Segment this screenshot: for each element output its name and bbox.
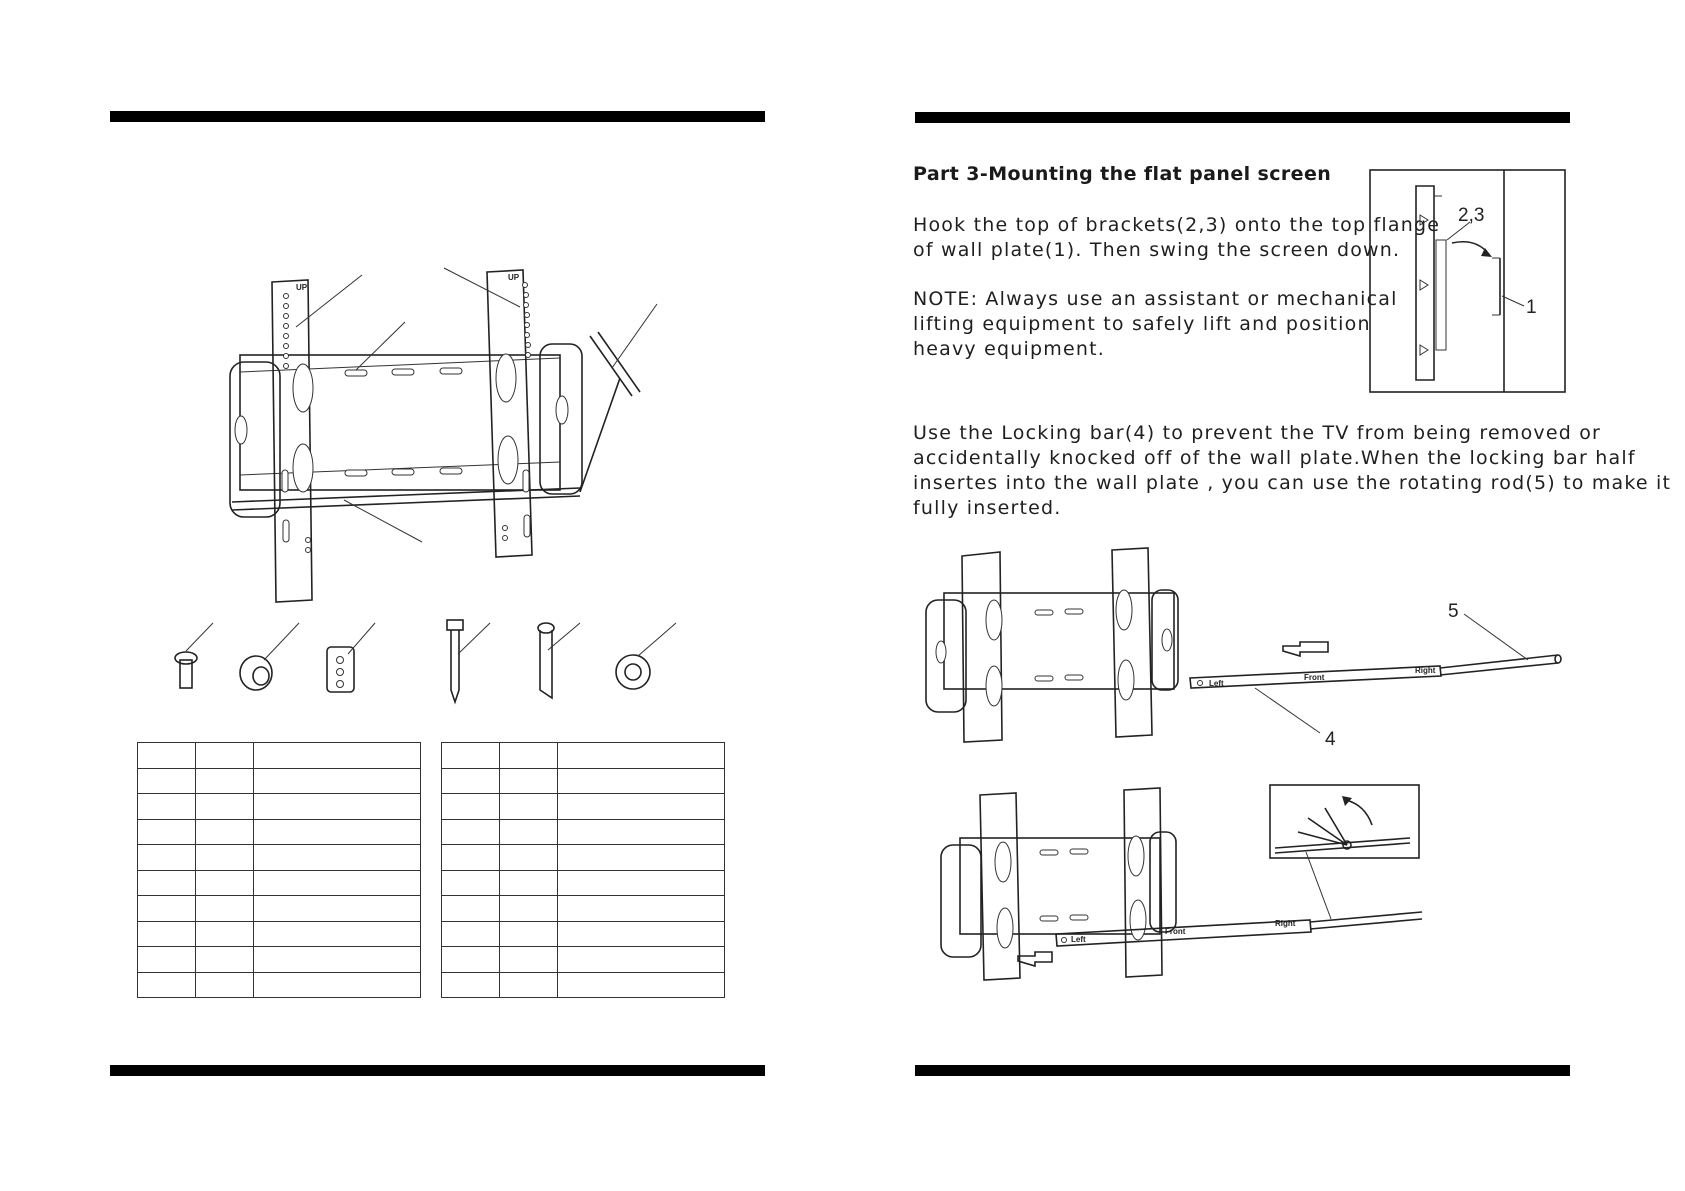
step1-bar-left-label: Left [1209, 679, 1224, 688]
side-view-inset: 2,3 1 [1369, 169, 1566, 393]
callout-4: 4 [1325, 729, 1336, 750]
right-bottom-rule [915, 1065, 1570, 1076]
note-line-2: lifting equipment to safely lift and pos… [913, 313, 1371, 335]
parts-table-left [137, 742, 421, 998]
table-row [441, 895, 725, 922]
locking-bar-step-1: Left Front Right 4 5 [925, 547, 1562, 750]
callout-2-3: 2,3 [1458, 205, 1484, 226]
table-row [441, 742, 725, 769]
hardware-washer-plate [326, 622, 376, 693]
note-line-1-text: Always use an assistant or mechanical [978, 288, 1398, 310]
locking-bar-step-2: Left Front Right [940, 784, 1423, 981]
locking-bar-line-4: fully inserted. [913, 497, 1062, 519]
step2-bar-right-label: Right [1275, 919, 1296, 928]
right-bracket-up-label: UP [508, 273, 520, 282]
table-row [441, 844, 725, 871]
callout-1: 1 [1526, 297, 1537, 318]
left-bracket-drawing: UP [271, 279, 314, 603]
locking-bar-line-3: insertes into the wall plate , you can u… [913, 472, 1672, 494]
callout-5: 5 [1448, 601, 1459, 622]
hardware-washer [615, 622, 677, 690]
right-top-rule [915, 112, 1570, 123]
locking-bar-line-1: Use the Locking bar(4) to prevent the TV… [913, 422, 1602, 444]
parts-table-right [441, 742, 725, 998]
table-row [441, 767, 725, 794]
table-row [137, 971, 421, 998]
step2-bar-front-label: Front [1165, 927, 1186, 936]
note-label: NOTE: [913, 288, 979, 310]
hardware-lag-bolt [446, 619, 491, 705]
table-row [137, 895, 421, 922]
left-top-rule [110, 111, 765, 122]
locking-bar-line-2: accidentally knocked off of the wall pla… [913, 447, 1636, 469]
table-row [441, 971, 725, 998]
hardware-spacer [239, 622, 300, 691]
table-row [137, 946, 421, 973]
step1-bar-front-label: Front [1304, 673, 1325, 682]
step2-bar-left-label: Left [1071, 935, 1086, 944]
table-row [137, 844, 421, 871]
table-row [137, 742, 421, 769]
mount-instruction-line-2: of wall plate(1). Then swing the screen … [913, 239, 1401, 261]
hardware-anchor [537, 622, 581, 700]
left-bracket-up-label: UP [296, 283, 308, 292]
table-row [137, 869, 421, 896]
hardware-screw [174, 622, 214, 689]
mount-instruction-line-1: Hook the top of brackets(2,3) onto the t… [913, 214, 1441, 236]
table-row [441, 920, 725, 947]
step1-bar-right-label: Right [1415, 666, 1436, 675]
right-bracket-drawing: UP [486, 269, 533, 558]
note-line-1: NOTE: Always use an assistant or mechani… [913, 287, 1398, 312]
left-bottom-rule [110, 1065, 765, 1076]
table-row [137, 793, 421, 820]
note-line-3: heavy equipment. [913, 338, 1105, 360]
part3-heading: Part 3-Mounting the flat panel screen [913, 163, 1332, 185]
